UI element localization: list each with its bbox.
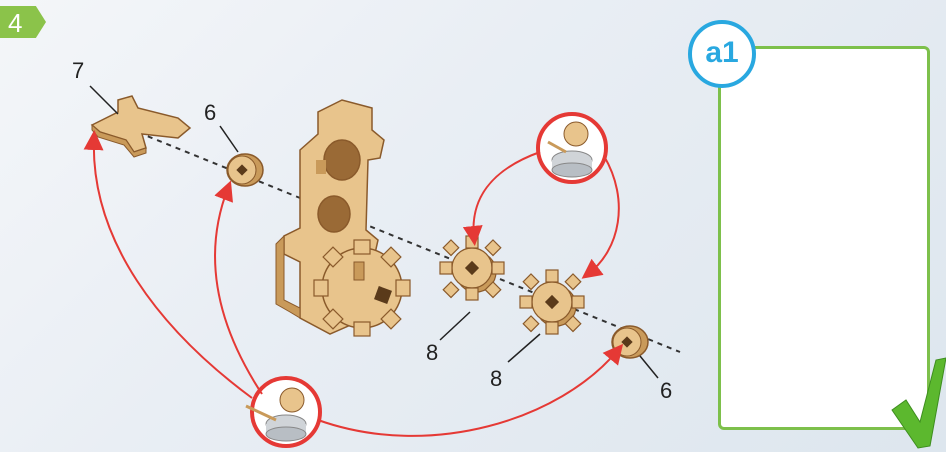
- part-8-gear-b: [520, 270, 584, 334]
- glue-jar-icon: [538, 114, 606, 182]
- checkmark-icon: [890, 356, 946, 452]
- part-label-8-a: 8: [426, 340, 438, 366]
- part-label-8-b: 8: [490, 366, 502, 392]
- part-6-washer-bottom: [612, 326, 648, 358]
- part-8-gear-a: [440, 236, 504, 300]
- part-label-6-bottom: 6: [660, 378, 672, 404]
- part-label-7: 7: [72, 58, 84, 84]
- part-label-6-top: 6: [204, 100, 216, 126]
- step-number: 4: [8, 8, 22, 39]
- sub-step-badge: a1: [688, 20, 756, 88]
- large-gear: [314, 240, 410, 336]
- part-6-washer-top: [227, 154, 263, 186]
- part-7-crank: [92, 96, 190, 157]
